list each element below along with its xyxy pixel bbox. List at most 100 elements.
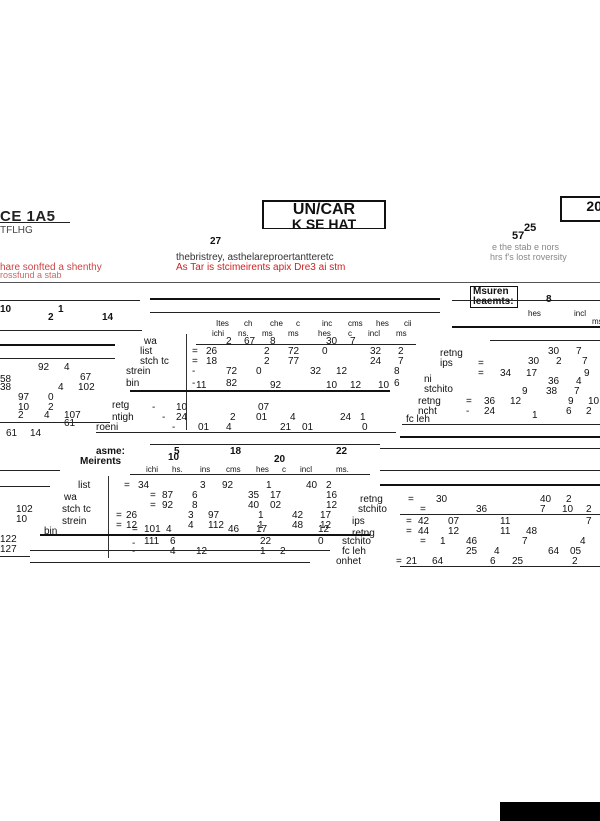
ul-top-num: 2 bbox=[48, 312, 54, 323]
ur-cell: 7 bbox=[576, 346, 582, 357]
lr-cell: 40 bbox=[540, 494, 552, 505]
ul-top-num: 1 bbox=[58, 304, 64, 315]
ur-header: incl bbox=[574, 309, 587, 318]
lr-cell: = bbox=[396, 556, 402, 567]
um-cell: - bbox=[162, 412, 166, 423]
ul-cell: 97 bbox=[18, 392, 30, 403]
um-cell: = bbox=[192, 356, 198, 367]
top-right-number: 25 bbox=[524, 222, 537, 234]
ur-row-label: ni bbox=[424, 374, 432, 385]
lm-rule bbox=[150, 444, 380, 445]
lm-divider bbox=[108, 476, 109, 558]
um-subheader: ms bbox=[262, 329, 273, 338]
ll-rule bbox=[0, 556, 30, 557]
um-rule bbox=[130, 390, 390, 392]
ul-cell: 61 bbox=[6, 428, 18, 439]
lr-cell: 64 bbox=[548, 546, 560, 557]
lr-cell: 1 bbox=[440, 536, 446, 547]
um-header: Ites bbox=[216, 319, 229, 328]
um-header: hes bbox=[376, 319, 389, 328]
upper-right-header-rule bbox=[452, 326, 600, 328]
red-notice-text: As Tar is stcimeirents apix Dre3 ai stm bbox=[176, 262, 346, 273]
lm-top-num: 20 bbox=[274, 454, 286, 465]
ur-row-label: stchito bbox=[424, 384, 453, 395]
lm-cell: = bbox=[132, 524, 138, 535]
lr-cell: 36 bbox=[476, 504, 488, 515]
lr-cell: = bbox=[408, 494, 414, 505]
ul-cell: 92 bbox=[38, 362, 50, 373]
lr-rule bbox=[380, 484, 600, 486]
um-row-label: retg bbox=[112, 400, 130, 411]
ll-cell: 102 bbox=[16, 504, 33, 515]
um-rule bbox=[96, 432, 396, 433]
ur-rule bbox=[400, 436, 600, 438]
mid-number: 27 bbox=[210, 236, 222, 247]
um-subheader: c bbox=[348, 329, 352, 338]
upper-left-top-rule bbox=[0, 300, 140, 301]
top-right-faint-text-2: hrs f's lost roversity bbox=[490, 252, 567, 262]
um-cell: 7 bbox=[350, 336, 356, 347]
lr-cell: 7 bbox=[586, 516, 592, 527]
lr-cell: 4 bbox=[580, 536, 586, 547]
ur-cell: 4 bbox=[576, 376, 582, 387]
upper-table-top-rule bbox=[150, 298, 440, 300]
ul-top-num: 14 bbox=[102, 312, 114, 323]
um-cell: 72 bbox=[288, 346, 300, 357]
um-cell: 24 bbox=[370, 356, 382, 367]
ur-rule bbox=[402, 424, 600, 425]
um-cell: 18 bbox=[206, 356, 218, 367]
um-cell: 12 bbox=[350, 380, 362, 391]
lm-header: ichi bbox=[146, 465, 159, 474]
ul-cell: 2 bbox=[48, 402, 54, 413]
left-header-subtitle: TFLHG bbox=[0, 225, 33, 236]
lr-cell: 7 bbox=[540, 504, 546, 515]
lm-cell: 17 bbox=[256, 524, 268, 535]
um-cell: 0 bbox=[362, 422, 368, 433]
lr-cell: 4 bbox=[494, 546, 500, 557]
ur-row-label: fc leh bbox=[406, 414, 430, 425]
um-rule bbox=[150, 312, 440, 313]
lm-cell: 4 bbox=[188, 520, 194, 531]
um-cell: 2 bbox=[264, 346, 270, 357]
um-cell: 10 bbox=[378, 380, 390, 391]
lm-cell: 16 bbox=[326, 490, 338, 501]
ur-cell: 17 bbox=[526, 368, 538, 379]
lr-cell: 25 bbox=[466, 546, 478, 557]
lm-cell: 40 bbox=[248, 500, 260, 511]
um-cell: 7 bbox=[398, 356, 404, 367]
um-cell: 8 bbox=[394, 366, 400, 377]
ur-cell: 7 bbox=[582, 356, 588, 367]
um-cell: 11 bbox=[196, 380, 207, 391]
lm-cell: = bbox=[124, 480, 130, 491]
ur-cell: 38 bbox=[546, 386, 558, 397]
lm-header: hes bbox=[256, 465, 269, 474]
ur-cell: 12 bbox=[510, 396, 522, 407]
left-faint-text: rossfund a stab bbox=[0, 270, 62, 280]
ur-row-label: retng bbox=[440, 348, 463, 359]
um-cell: 2 bbox=[230, 412, 236, 423]
lm-header: ins bbox=[200, 465, 211, 474]
lm-label: Meirents bbox=[80, 456, 122, 467]
lm-cell: 2 bbox=[280, 546, 286, 557]
lm-cell: 42 bbox=[292, 510, 304, 521]
lm-cell: 101 bbox=[144, 524, 161, 535]
um-cell: 32 bbox=[310, 366, 322, 377]
ur-cell: 9 bbox=[522, 386, 528, 397]
um-cell: - bbox=[172, 422, 176, 433]
lr-cell: = bbox=[420, 504, 426, 515]
lm-cell: 12 bbox=[126, 520, 138, 531]
lm-top-num: 5 bbox=[174, 446, 180, 457]
ur-cell: 9 bbox=[568, 396, 574, 407]
um-header: che bbox=[270, 319, 283, 328]
ul-cell: 4 bbox=[44, 410, 50, 421]
ul-rule bbox=[0, 358, 115, 359]
ul-cell: 102 bbox=[78, 382, 95, 393]
lr-rule bbox=[400, 514, 600, 515]
document-title-box: UN/CAR K SE HAT bbox=[262, 200, 386, 231]
lm-cell: 1 bbox=[258, 510, 264, 521]
ur-cell: 2 bbox=[556, 356, 562, 367]
um-cell: 21 bbox=[280, 422, 292, 433]
um-header: cii bbox=[404, 319, 412, 328]
lm-cell: 12 bbox=[196, 546, 208, 557]
um-cell: 2 bbox=[264, 356, 270, 367]
